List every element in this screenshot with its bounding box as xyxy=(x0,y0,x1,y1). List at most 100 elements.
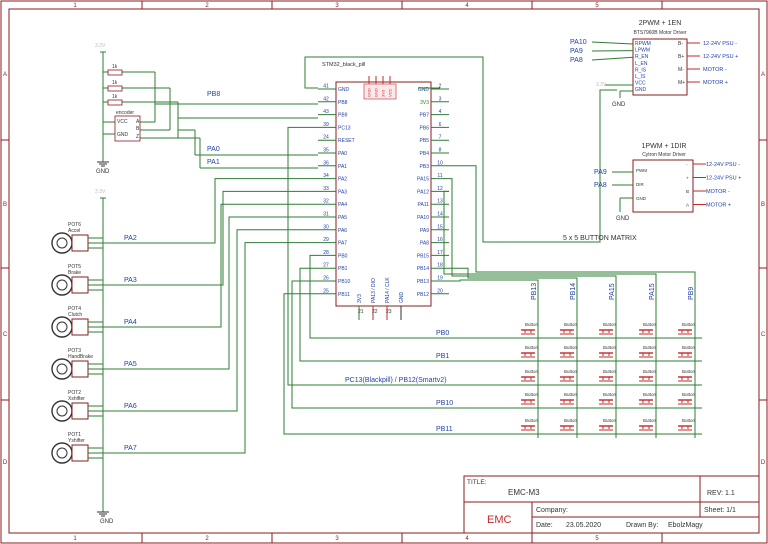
matrix-column-label: PA15 xyxy=(649,283,656,300)
pot-knob-inner xyxy=(56,447,68,459)
pot-ref: POT2 xyxy=(68,390,81,396)
button-label: Button xyxy=(603,418,617,423)
button-label: Button xyxy=(564,322,578,327)
mcu-pin-pb0: PB0 xyxy=(338,253,348,259)
driver1-out-pin: - xyxy=(686,162,688,167)
mcu-pin-number: 39 xyxy=(323,122,329,128)
net-pa1: PA1 xyxy=(207,159,220,166)
driver1-output-label: MOTOR - xyxy=(706,189,730,195)
mcu-bottom-pin-number: 23 xyxy=(386,309,392,315)
driver2-pin: VCC xyxy=(635,81,646,87)
button-label: Button xyxy=(603,345,617,350)
matrix-button: Button xyxy=(521,322,539,335)
matrix-column-label: PB9 xyxy=(688,287,695,300)
mcu-bottom-pin: 3V3 xyxy=(357,294,363,303)
matrix-row-wire xyxy=(283,293,702,435)
company-label: Company: xyxy=(536,507,568,514)
frame-row-label: B xyxy=(3,202,7,208)
matrix-column-wire xyxy=(449,267,578,438)
driver2-input-label: PA10 xyxy=(570,39,587,46)
matrix-row-label: PB1 xyxy=(436,353,449,360)
driver1-output-label: MOTOR + xyxy=(706,203,731,209)
button-label: Button xyxy=(682,322,696,327)
button-label: Button xyxy=(564,345,578,350)
mcu-pin-number: 11 xyxy=(437,173,442,179)
button-label: Button xyxy=(643,345,657,350)
mcu-pin-number: 20 xyxy=(437,288,443,294)
pot-net-label: PA2 xyxy=(124,235,137,242)
gnd-label: GND xyxy=(96,169,110,175)
net-pa0: PA0 xyxy=(207,146,220,153)
matrix-button: Button xyxy=(521,345,539,358)
frame-col-label: 2 xyxy=(205,536,209,542)
driver2-out-pin: B- xyxy=(678,41,683,47)
mcu-pin-pa15: PA15 xyxy=(417,177,429,183)
matrix-title: 5 x 5 BUTTON MATRIX xyxy=(563,235,637,242)
pot-signal-wire xyxy=(88,190,318,286)
mcu-pin-number: 10 xyxy=(437,160,443,166)
pot-ref: POT5 xyxy=(68,264,81,270)
mcu-pin-number: 25 xyxy=(323,288,329,294)
mcu-pin-number: 15 xyxy=(437,224,443,230)
driver2-output-label: MOTOR - xyxy=(703,67,727,73)
matrix-button: Button xyxy=(639,345,657,358)
encoder-pin-vcc: VCC xyxy=(117,119,128,125)
encoder-label: encoder xyxy=(116,110,134,116)
mcu-pin-number: 35 xyxy=(323,148,329,154)
button-label: Button xyxy=(682,392,696,397)
pot-body xyxy=(71,234,89,252)
button-label: Button xyxy=(603,369,617,374)
matrix-button: Button xyxy=(678,322,696,335)
button-label: Button xyxy=(682,369,696,374)
mcu-pin-number: 24 xyxy=(323,135,329,141)
mcu-pin-number: 4 xyxy=(439,109,442,115)
mcu-pin-gnd: GND xyxy=(338,87,350,93)
mcu-pin-pb5: PB5 xyxy=(420,138,430,144)
button-label: Button xyxy=(643,392,657,397)
mcu-pin-pa2: PA2 xyxy=(338,177,347,183)
frame-col-label: 4 xyxy=(465,3,469,9)
button-label: Button xyxy=(603,322,617,327)
matrix-button: Button xyxy=(599,345,617,358)
pot-net-label: PA4 xyxy=(124,319,137,326)
pot-ref: POT1 xyxy=(68,432,81,438)
pot-knob-inner xyxy=(56,279,68,291)
frame-row-label: B xyxy=(761,202,765,208)
mcu-pin-pb8: PB8 xyxy=(338,100,348,106)
frame-col-label: 2 xyxy=(205,3,209,9)
driver2-out-pin: M- xyxy=(678,67,684,73)
pot-signal-wire xyxy=(88,178,318,244)
title-label: TITLE: xyxy=(467,479,487,486)
driver1-gnd-label: GND xyxy=(616,216,630,222)
mcu-pin-pa0: PA0 xyxy=(338,151,347,157)
matrix-column-wire xyxy=(449,279,539,438)
matrix-button: Button xyxy=(678,345,696,358)
matrix-button: Button xyxy=(599,418,617,431)
company-logo: EMC xyxy=(487,514,512,526)
frame-row-label: C xyxy=(761,332,766,338)
mcu-bottom-pin-number: 21 xyxy=(358,309,364,315)
matrix-column-label: PA15 xyxy=(609,283,616,300)
mcu-name: STM32_black_pill xyxy=(322,62,365,68)
matrix-button: Button xyxy=(639,418,657,431)
pot-knob-inner xyxy=(56,405,68,417)
matrix-button: Button xyxy=(521,392,539,405)
drawn-by: EbolzMagy xyxy=(668,522,703,529)
mcu-pin-pa8: PA8 xyxy=(420,241,429,247)
pot-body xyxy=(71,360,89,378)
driver2-input-wire xyxy=(591,41,634,45)
mcu-pin-number: 18 xyxy=(437,263,443,269)
frame-col-label: 3 xyxy=(335,536,339,542)
mcu-pin-pb13: PB13 xyxy=(417,279,429,285)
matrix-button: Button xyxy=(560,369,578,382)
mcu-pin-number: 32 xyxy=(323,199,329,205)
mcu-bottom-pin: GND xyxy=(399,292,405,304)
matrix-button: Button xyxy=(599,322,617,335)
mcu-pin-pb15: PB15 xyxy=(417,253,429,259)
stm32-board xyxy=(335,81,432,307)
driver1-header: 1PWM + 1DIR xyxy=(642,143,687,150)
